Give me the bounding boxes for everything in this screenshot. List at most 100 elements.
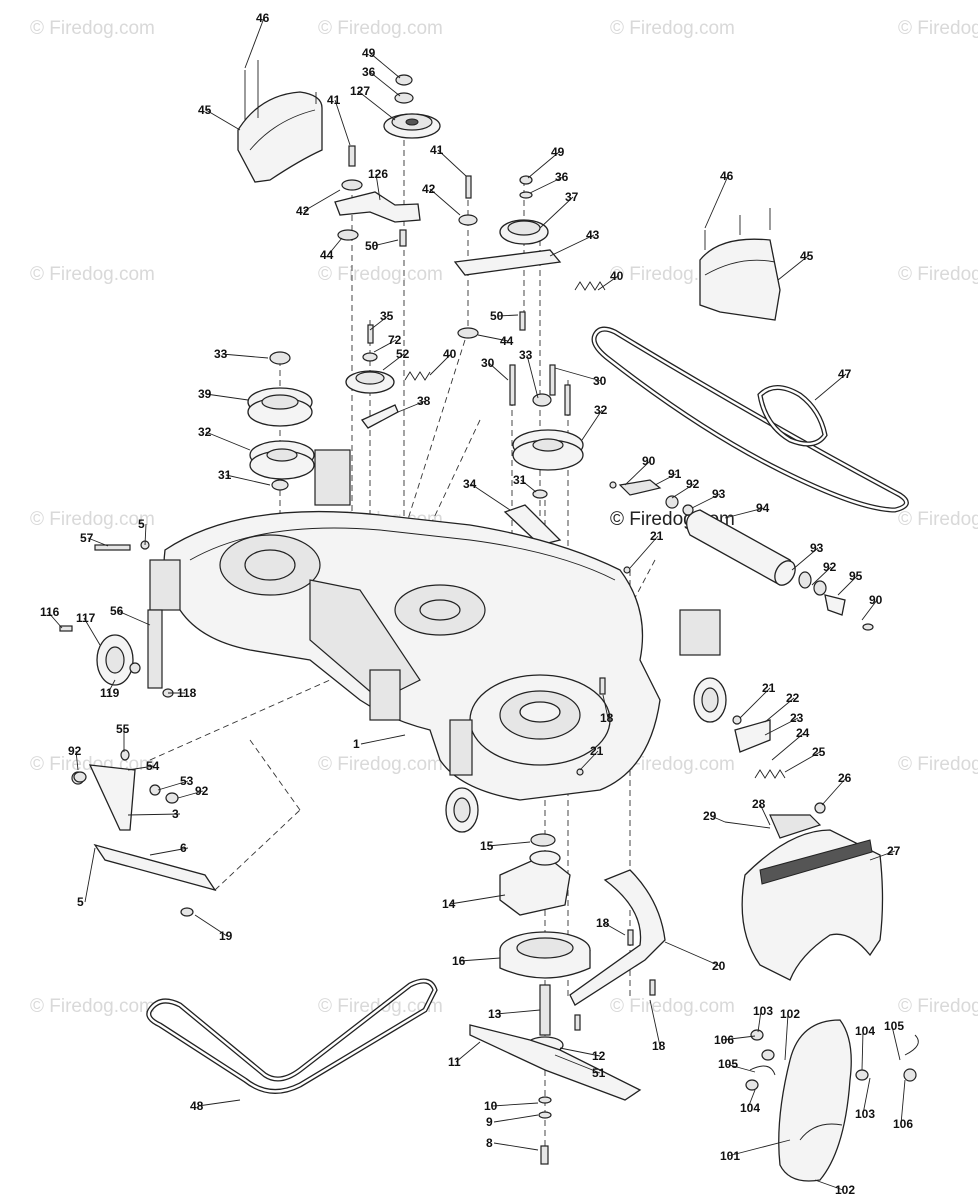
callout-label: 19: [219, 929, 233, 943]
callout-label: 105: [718, 1057, 738, 1071]
leader-line: [554, 1054, 601, 1074]
anti-scalp-roller-94: [618, 479, 846, 616]
idler-bracket-126: [334, 145, 421, 247]
watermark: © Firedog.com: [30, 18, 155, 39]
callout-label: 12: [592, 1049, 606, 1063]
watermark: © Firedog.com: [318, 754, 443, 775]
leader-line: [149, 847, 189, 856]
callout-label: 92: [823, 560, 837, 574]
callout-label: 127: [350, 84, 370, 98]
pulley-stack-left: [247, 351, 315, 491]
callout-label: 36: [555, 170, 569, 184]
watermark: © Firedog.com: [318, 264, 443, 285]
leader-line: [470, 483, 511, 511]
callout-label: 101: [720, 1149, 740, 1163]
callout-label: 5: [138, 517, 145, 531]
callout-label: 126: [368, 167, 388, 181]
belt-cover-left: [237, 60, 323, 183]
leader-line: [369, 52, 401, 79]
leader-line: [84, 847, 96, 903]
leader-line: [597, 275, 619, 291]
watermark: © Firedog.com: [610, 18, 735, 39]
callout-label: 11: [448, 1055, 461, 1069]
leader-line: [357, 90, 396, 121]
callout-label: 72: [388, 333, 402, 347]
leader-line: [861, 599, 878, 621]
callout-label: 35: [380, 309, 394, 323]
leader-line: [488, 362, 509, 381]
leader-line: [83, 617, 101, 646]
leader-line: [117, 610, 151, 626]
callout-label: 5: [77, 895, 84, 909]
callout-label: 102: [780, 1007, 800, 1021]
deck-belt-48: [146, 978, 438, 1094]
callout-label: 15: [480, 839, 494, 853]
leader-line: [629, 535, 659, 569]
spindle-assembly: [499, 833, 591, 1054]
leader-line: [649, 999, 661, 1047]
callout-label: 49: [362, 46, 376, 60]
callout-label: 33: [214, 347, 228, 361]
leader-line: [497, 314, 519, 317]
leader-line: [397, 400, 426, 413]
callout-label: 29: [703, 809, 717, 823]
leader-line: [539, 196, 574, 229]
callout-label: 90: [642, 454, 656, 468]
callout-label: 92: [68, 744, 82, 758]
watermark: © Firedog.com: [898, 996, 978, 1017]
leader-line: [495, 1009, 541, 1015]
callout-label: 34: [463, 477, 477, 491]
leader-line: [791, 547, 819, 571]
callout-label: 36: [362, 65, 376, 79]
leader-line: [455, 1041, 481, 1063]
callout-label: 32: [594, 403, 608, 417]
callout-label: 40: [610, 269, 624, 283]
callout-label: 37: [565, 190, 579, 204]
leader-line: [559, 1047, 601, 1057]
callout-label: 93: [810, 541, 824, 555]
callout-label: 24: [796, 726, 810, 740]
callout-label: 3: [172, 807, 179, 821]
leader-line: [47, 611, 63, 629]
callout-label: 105: [884, 1019, 904, 1033]
callout-label: 91: [668, 467, 682, 481]
callout-label: 31: [218, 468, 232, 482]
leader-line: [429, 188, 461, 216]
leader-line: [493, 1142, 539, 1151]
callout-label: 51: [592, 1066, 606, 1080]
callout-label: 92: [195, 784, 209, 798]
watermark-group: © Firedog.com © Firedog.com © Firedog.co…: [30, 18, 978, 1017]
callout-label: 56: [110, 604, 124, 618]
leader-line: [205, 393, 249, 401]
leader-line: [814, 1179, 844, 1191]
leader-line: [671, 483, 695, 499]
mulch-cover-101: [745, 1019, 919, 1182]
leader-line: [710, 815, 726, 823]
leader-line: [821, 777, 847, 806]
callout-label: 21: [590, 744, 604, 758]
leader-line: [527, 151, 560, 179]
spring-40: [404, 281, 606, 381]
leader-line: [493, 1114, 539, 1123]
leader-line: [603, 922, 626, 936]
leader-line: [369, 71, 401, 97]
leader-line: [382, 353, 405, 371]
callout-label: 21: [762, 681, 776, 695]
leader-line: [205, 431, 251, 451]
leader-line: [127, 813, 181, 816]
callout-label: 28: [752, 797, 766, 811]
pulley-127: [383, 74, 441, 139]
callout-label: 116: [40, 605, 60, 619]
callout-label: 45: [198, 103, 212, 117]
callout-label: 41: [327, 93, 341, 107]
leader-line: [477, 334, 509, 342]
leader-line: [869, 850, 896, 861]
callout-label: 103: [753, 1004, 773, 1018]
leader-line: [704, 175, 729, 229]
watermark: © Firedog.com: [30, 264, 155, 285]
callout-label: 33: [519, 348, 533, 362]
deck-wheels: [445, 677, 727, 833]
leader-line: [554, 367, 602, 382]
leader-line: [334, 99, 351, 146]
callout-label: 104: [855, 1024, 875, 1038]
